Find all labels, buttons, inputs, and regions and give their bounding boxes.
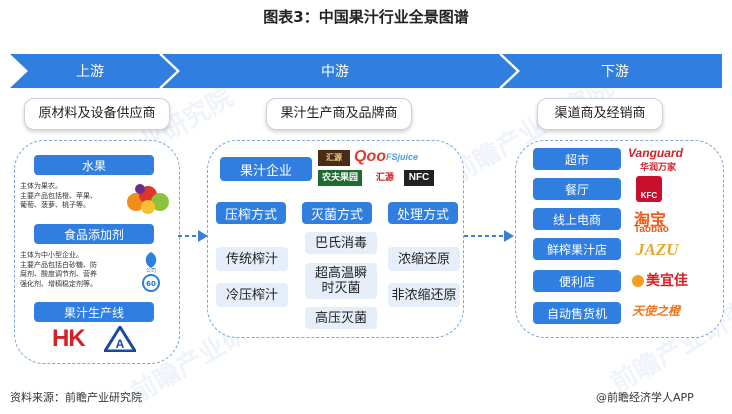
channel-item: 鲜榨果汁店 xyxy=(533,238,621,260)
huiyuan-logo: 汇源 xyxy=(318,150,350,166)
taobao-cn-logo: 淘宝 xyxy=(634,210,667,229)
sterilization-item: 超高温瞬 时灭菌 xyxy=(305,263,377,299)
svg-text:60: 60 xyxy=(146,280,156,288)
nongfu-logo: 农夫果园 xyxy=(318,170,362,186)
nfc-logo: NFC xyxy=(404,170,434,186)
sterilization-item: 巴氏消毒 xyxy=(305,232,377,254)
midstream-to-downstream-arrow xyxy=(464,230,514,242)
processing-item: 非浓缩还原 xyxy=(388,283,460,307)
channel-item: 超市 xyxy=(533,148,621,170)
brand-note: @前瞻经济学人APP xyxy=(596,391,694,404)
production-line-label: 果汁生产线 xyxy=(34,302,154,322)
upstream-header: 原材料及设备供应商 xyxy=(24,98,170,130)
taobao-logo: Taobao xyxy=(634,224,669,235)
kfc-logo: KFC xyxy=(636,176,662,202)
channel-item: 线上电商 xyxy=(533,208,621,230)
stage-upstream-label: 上游 xyxy=(76,64,104,80)
upstream-panel xyxy=(14,140,180,364)
tianshi-logo: 天使之橙 xyxy=(632,304,681,318)
pressing-method-label: 压榨方式 xyxy=(216,202,286,224)
vanguard-cn-logo: 华润万家 xyxy=(640,163,677,173)
pressing-item: 传统榨汁 xyxy=(216,247,288,271)
stage-midstream-label: 中游 xyxy=(321,64,349,80)
hk-logo: HK xyxy=(52,325,86,352)
channel-item: 便利店 xyxy=(533,270,621,292)
a-logo-text: A xyxy=(116,337,125,351)
jazu-logo: JAZU xyxy=(636,240,679,259)
meiyijia-text: 美宜佳 xyxy=(646,273,688,289)
additives-note: 主体为中小型企业。 xyxy=(20,251,83,259)
svg-text:公司: 公司 xyxy=(146,268,156,274)
stage-downstream-label: 下游 xyxy=(601,64,629,80)
fruit-label: 水果 xyxy=(34,155,154,175)
upstream-to-midstream-arrow xyxy=(178,230,208,242)
fruit-notes: 主体为果农。 主要产品包括橙、苹果、 葡萄、菠萝、桃子等。 xyxy=(20,182,124,211)
fruit-image xyxy=(127,184,169,214)
downstream-header: 渠道商及经销商 xyxy=(537,98,663,130)
source-note: 资料来源：前瞻产业研究院 xyxy=(10,391,142,404)
vanguard-logo: Vanguard xyxy=(628,146,683,160)
fsjuice-logo: FSjuice xyxy=(386,152,419,162)
channel-item: 自动售货机 xyxy=(533,302,621,324)
a-logo: A xyxy=(104,326,136,352)
processing-item: 浓缩还原 xyxy=(388,247,460,271)
stage-chevron-bar xyxy=(10,54,722,88)
channel-item: 餐厅 xyxy=(533,178,621,200)
fruit-note: 主体为果农。 xyxy=(20,182,62,190)
page-title: 图表3：中国果汁行业全景图谱 xyxy=(263,8,469,26)
juice-companies-label: 果汁企业 xyxy=(220,157,312,181)
processing-method-label: 处理方式 xyxy=(388,202,458,224)
fruit-note: 主要产品包括橙、苹果、 xyxy=(20,191,97,200)
huiyuan-red-logo: 汇源 xyxy=(375,173,394,183)
additives-notes: 主体为中小型企业。 主要产品包括白砂糖、防 腐剂、酸度调节剂、营养 强化剂、增稠… xyxy=(20,251,130,289)
meiyijia-logo: 美宜佳 xyxy=(632,270,688,290)
pressing-item: 冷压榨汁 xyxy=(216,283,288,307)
midstream-header: 果汁生产商及品牌商 xyxy=(266,98,412,130)
sterilization-item: 高压灭菌 xyxy=(305,307,377,329)
additives-note: 腐剂、酸度调节剂、营养 xyxy=(20,270,97,278)
additives-note: 主要产品包括白砂糖、防 xyxy=(20,260,97,269)
qoo-logo: Qoo xyxy=(354,148,386,165)
sterilization-method-label: 灭菌方式 xyxy=(302,202,372,224)
additives-note: 强化剂、增稠稳定剂等。 xyxy=(20,279,97,288)
additive-logos: 公司 60 xyxy=(142,252,160,292)
fruit-note: 葡萄、菠萝、桃子等。 xyxy=(20,201,90,209)
additives-label: 食品添加剂 xyxy=(34,224,154,244)
